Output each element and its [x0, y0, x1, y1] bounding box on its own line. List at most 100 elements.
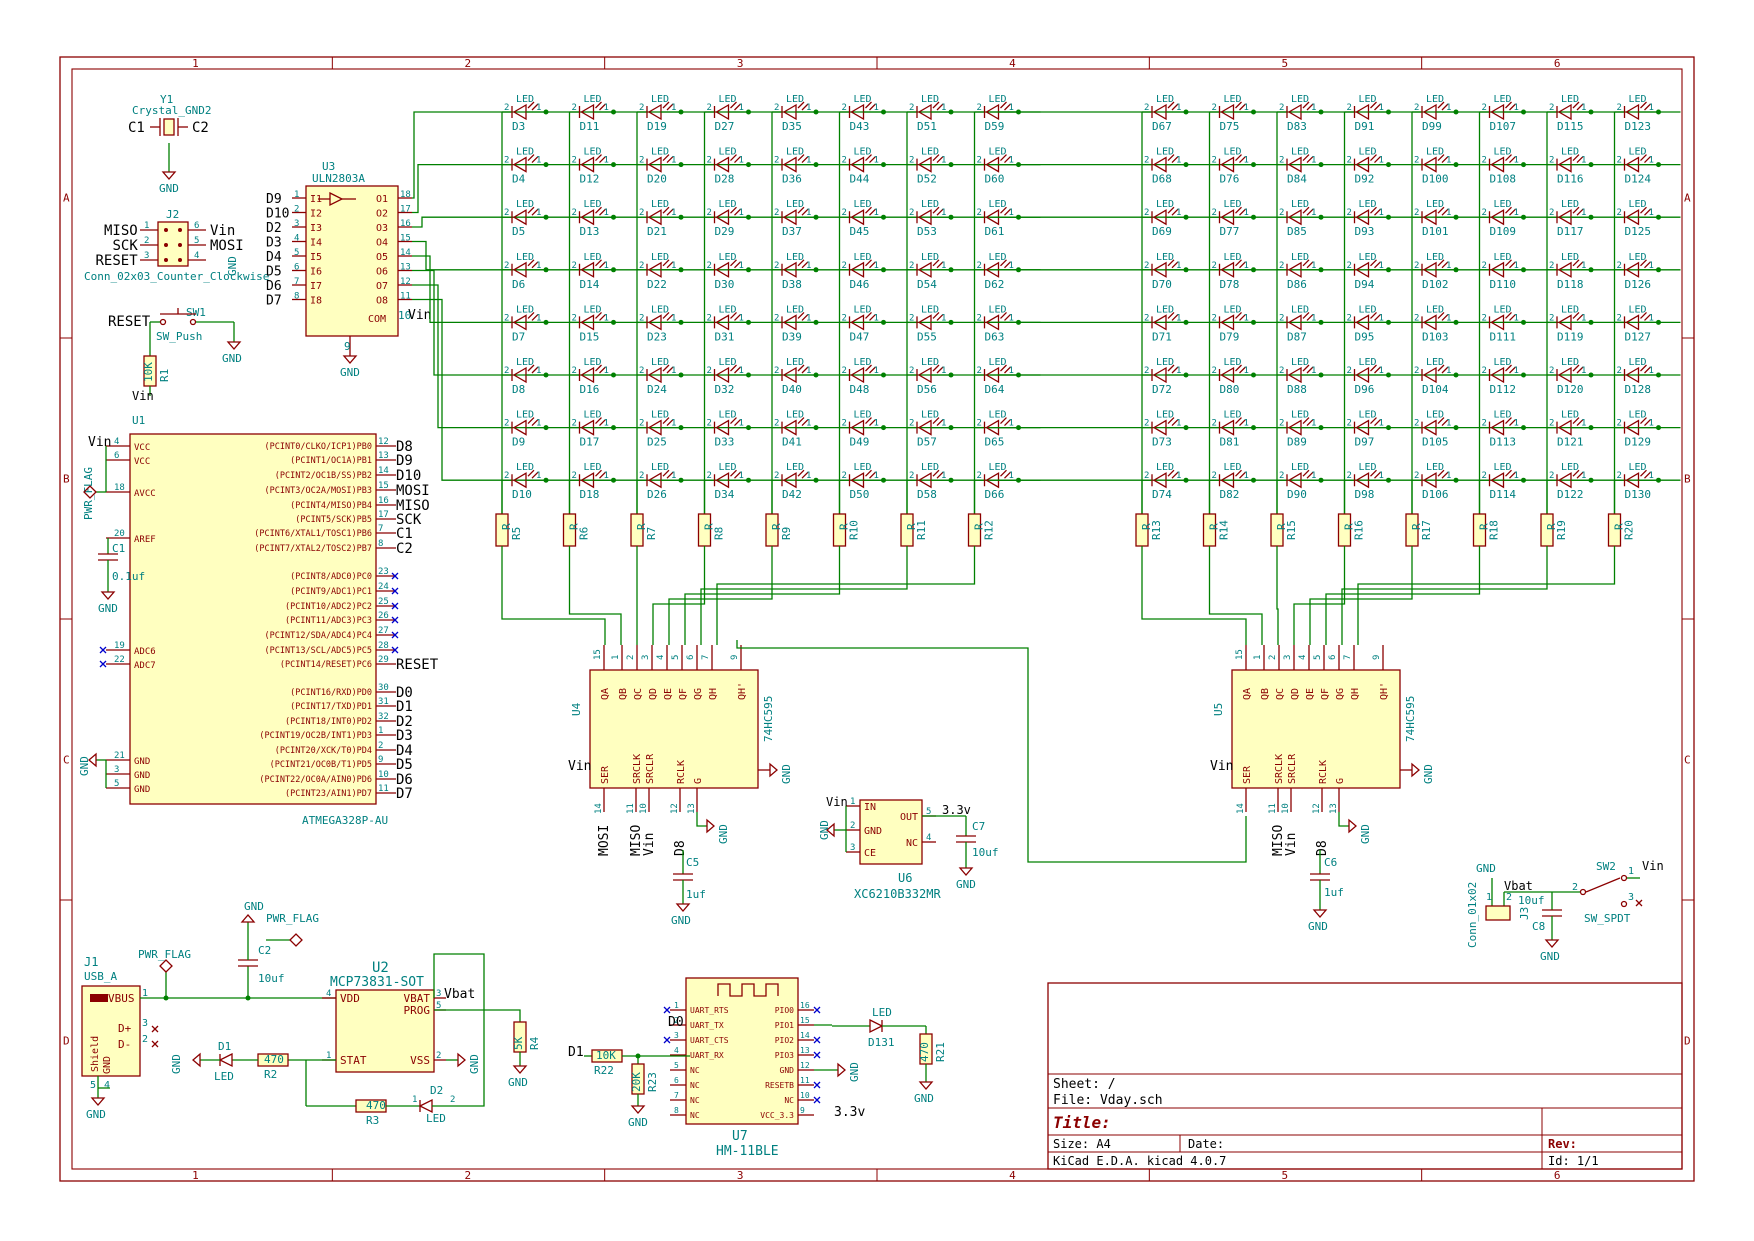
- led-ref: D68: [1152, 173, 1172, 186]
- led-value: LED: [1629, 94, 1647, 105]
- led-ref: D44: [850, 173, 870, 186]
- led-value: LED: [516, 304, 534, 315]
- svg-text:2: 2: [842, 156, 847, 166]
- svg-text:1: 1: [671, 208, 676, 218]
- led-ref: D11: [580, 120, 600, 133]
- svg-text:13: 13: [1329, 803, 1339, 814]
- led-ref: D46: [850, 278, 870, 291]
- svg-text:2: 2: [1414, 208, 1419, 218]
- led-value: LED: [1629, 410, 1647, 421]
- resistor-ref: R20: [1623, 520, 1636, 540]
- sw1-value: SW_Push: [156, 330, 202, 343]
- led-ref: D106: [1422, 488, 1449, 501]
- led-ref: D71: [1152, 330, 1172, 343]
- led-ref: D92: [1355, 173, 1375, 186]
- u1-value: ATMEGA328P-AU: [302, 814, 388, 827]
- svg-text:2: 2: [572, 156, 577, 166]
- hc-top-pin: QB: [1260, 688, 1271, 700]
- led-ref: D7: [512, 330, 525, 343]
- svg-text:2: 2: [572, 313, 577, 323]
- led-ref: D85: [1287, 225, 1307, 238]
- d131-value: LED: [872, 1006, 892, 1019]
- led-value: LED: [719, 357, 737, 368]
- led-ref: D73: [1152, 436, 1172, 449]
- u3-in-pin: I2: [310, 209, 322, 220]
- hc-top-pin: QB: [618, 688, 629, 700]
- svg-text:1: 1: [1446, 261, 1451, 271]
- led-value: LED: [584, 410, 602, 421]
- svg-text:8: 8: [294, 292, 299, 302]
- led-value: LED: [1494, 147, 1512, 158]
- led-value: LED: [584, 462, 602, 473]
- svg-text:2: 2: [1482, 103, 1487, 113]
- svg-text:2: 2: [1482, 261, 1487, 271]
- svg-text:2: 2: [1482, 208, 1487, 218]
- led-value: LED: [651, 94, 669, 105]
- led-value: LED: [1426, 462, 1444, 473]
- led-value: LED: [786, 199, 804, 210]
- led-value: LED: [1224, 410, 1242, 421]
- led-ref: D80: [1220, 383, 1240, 396]
- u1-right-net: D1: [396, 699, 413, 715]
- r1-net: Vin: [132, 389, 154, 403]
- svg-text:2: 2: [774, 313, 779, 323]
- svg-text:15: 15: [1235, 649, 1245, 660]
- svg-text:2: 2: [842, 313, 847, 323]
- led-ref: D82: [1220, 488, 1240, 501]
- svg-text:2: 2: [572, 103, 577, 113]
- d2-value: LED: [426, 1112, 446, 1125]
- u6-out: 3.3v: [942, 803, 971, 817]
- svg-text:1: 1: [739, 471, 744, 481]
- svg-text:1: 1: [536, 419, 541, 429]
- sw2-p1: 1: [1628, 866, 1634, 877]
- u7-left-pin: UART_RX: [690, 1051, 724, 1060]
- led-ref: D59: [985, 120, 1005, 133]
- led-ref: D121: [1557, 436, 1584, 449]
- svg-text:1: 1: [1514, 313, 1519, 323]
- led-value: LED: [719, 252, 737, 263]
- hc-top-pin: QH: [708, 688, 719, 700]
- sw2-p2: 2: [1572, 882, 1578, 893]
- svg-text:1: 1: [739, 366, 744, 376]
- j3-pin1: 1: [1486, 892, 1492, 903]
- svg-text:1: 1: [874, 419, 879, 429]
- svg-text:1: 1: [1311, 366, 1316, 376]
- cap-c6: C6 1uf GND: [1308, 850, 1344, 933]
- svg-text:2: 2: [1279, 261, 1284, 271]
- led-ref: D60: [985, 173, 1005, 186]
- hc-bottom-pin: SER: [600, 765, 611, 784]
- led-value: LED: [516, 410, 534, 421]
- c2-gnd: GND: [244, 900, 264, 913]
- svg-text:1: 1: [1581, 471, 1586, 481]
- svg-text:1: 1: [941, 313, 946, 323]
- r22-value: 10K: [596, 1049, 616, 1062]
- j2-right-net: GND: [226, 256, 239, 276]
- svg-text:1: 1: [1581, 103, 1586, 113]
- hc-top-pin: QG: [693, 688, 704, 700]
- svg-text:3: 3: [436, 989, 441, 999]
- led-value: LED: [1561, 199, 1579, 210]
- led-ref: D14: [580, 278, 600, 291]
- led-value: LED: [1224, 147, 1242, 158]
- pwr-flag-2: PWR_FLAG: [138, 948, 191, 961]
- svg-text:2: 2: [294, 205, 299, 215]
- u1-right-net: D2: [396, 714, 413, 730]
- j1-dplus: D+: [118, 1022, 132, 1035]
- led-ref: D107: [1490, 120, 1517, 133]
- svg-text:1: 1: [1379, 103, 1384, 113]
- svg-text:9: 9: [378, 755, 383, 765]
- u6-ref: U6: [898, 871, 912, 885]
- led-value: LED: [651, 462, 669, 473]
- led-value: LED: [854, 304, 872, 315]
- u1-right-pin: (PCINT2/OC1B/SS)PB2: [275, 471, 372, 481]
- svg-text:1: 1: [671, 419, 676, 429]
- svg-text:2: 2: [572, 471, 577, 481]
